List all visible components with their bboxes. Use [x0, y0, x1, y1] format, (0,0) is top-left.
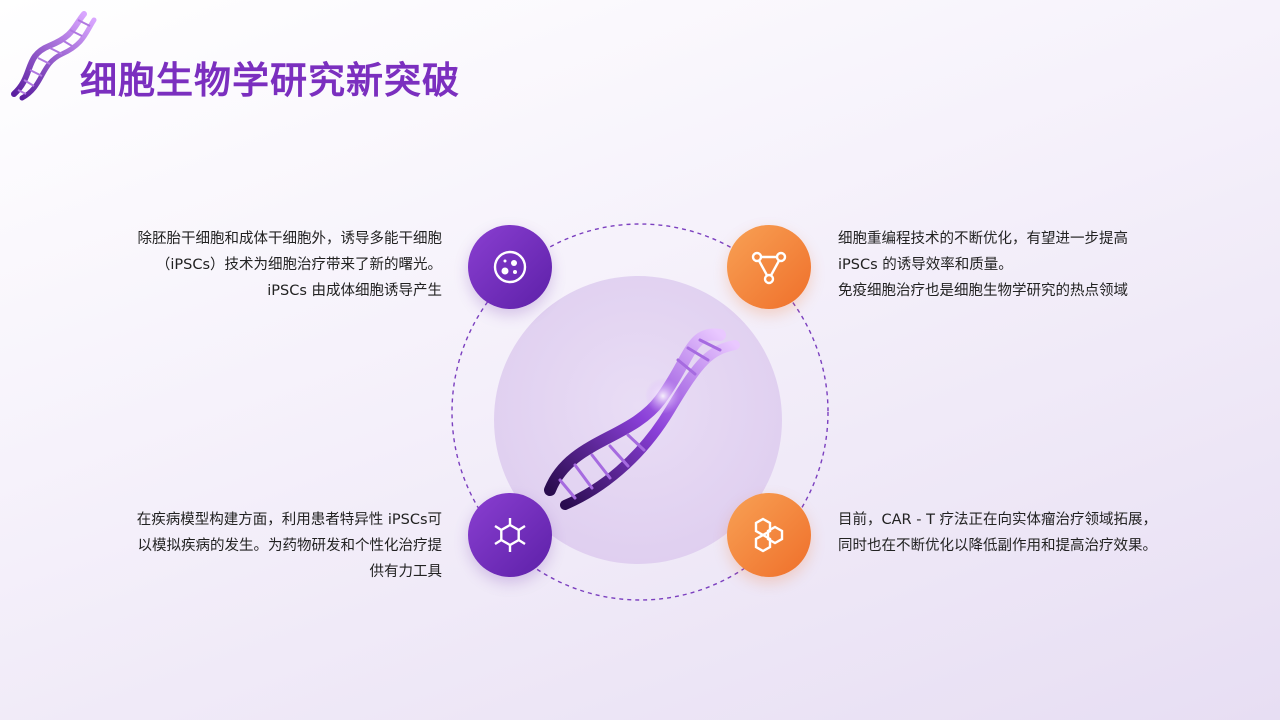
hexagon-cluster-icon	[754, 517, 784, 553]
text-block-bottom-left: 在疾病模型构建方面，利用患者特异性 iPSCs可 以模拟疾病的发生。为药物研发和…	[82, 507, 442, 585]
text-line: 细胞重编程技术的不断优化，有望进一步提高	[838, 231, 1128, 247]
cell-node	[468, 225, 552, 309]
text-block-top-left: 除胚胎干细胞和成体干细胞外，诱导多能干细胞 （iPSCs）技术为细胞治疗带来了新…	[82, 226, 443, 304]
network-triangle-icon	[751, 251, 787, 285]
text-line: 免疫细胞治疗也是细胞生物学研究的热点领域	[838, 283, 1128, 299]
text-line: 在疾病模型构建方面，利用患者特异性 iPSCs可	[136, 512, 442, 528]
hexagon-node	[727, 493, 811, 577]
text-line: 供有力工具	[369, 564, 443, 580]
dashed-ring	[451, 223, 829, 601]
molecule-node	[468, 493, 552, 577]
page-title: 细胞生物学研究新突破	[80, 59, 460, 102]
text-line: 以模拟疾病的发生。为药物研发和个性化治疗提	[137, 538, 443, 554]
text-line: iPSCs 的诱导效率和质量。	[838, 257, 1013, 273]
text-line: 除胚胎干细胞和成体干细胞外，诱导多能干细胞	[137, 231, 443, 247]
text-line: 目前，CAR - T 疗法正在向实体瘤治疗领域拓展，	[838, 512, 1158, 528]
cell-icon	[493, 250, 527, 284]
text-block-top-right: 细胞重编程技术的不断优化，有望进一步提高 iPSCs 的诱导效率和质量。 免疫细…	[838, 226, 1198, 304]
text-line: （iPSCs）技术为细胞治疗带来了新的曙光。	[155, 257, 442, 273]
text-line: 同时也在不断优化以降低副作用和提高治疗效果。	[838, 538, 1157, 554]
network-node	[727, 225, 811, 309]
dna-helix-image	[544, 328, 740, 510]
text-line: iPSCs 由成体细胞诱导产生	[267, 283, 442, 299]
dna-logo-icon	[11, 11, 97, 101]
molecule-icon	[494, 518, 526, 552]
text-block-bottom-right: 目前，CAR - T 疗法正在向实体瘤治疗领域拓展， 同时也在不断优化以降低副作…	[838, 507, 1198, 559]
